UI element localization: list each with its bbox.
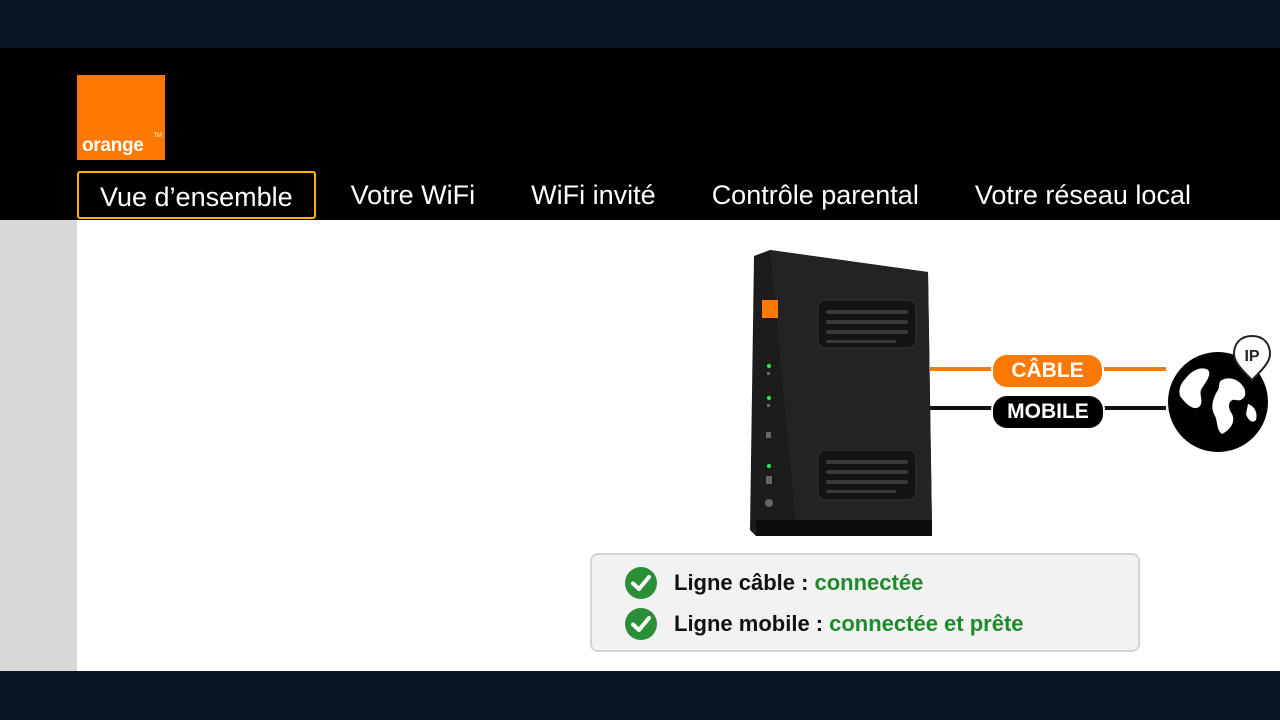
bottom-frame: [0, 671, 1280, 720]
mobile-connection-badge: MOBILE: [991, 394, 1105, 430]
mobile-status-label: Ligne mobile :: [674, 611, 824, 636]
logo-trademark: TM: [153, 133, 162, 139]
left-sidebar: [0, 220, 77, 671]
internet-globe-icon: IP: [1168, 334, 1272, 452]
mobile-status-value: connectée et prête: [829, 611, 1024, 636]
tab-wifi[interactable]: Votre WiFi: [350, 180, 476, 210]
main-nav: Vue d’ensemble Votre WiFi WiFi invité Co…: [77, 169, 1226, 221]
ip-badge: IP: [1244, 348, 1259, 365]
connection-status-panel: Ligne câble : connectée Ligne mobile : c…: [590, 553, 1140, 652]
top-frame: [0, 0, 1280, 48]
tab-overview[interactable]: Vue d’ensemble: [77, 171, 316, 219]
check-circle-icon: [625, 567, 657, 599]
main-content: CÂBLE MOBILE IP Ligne câble : connectée: [0, 220, 1280, 671]
mobile-status-row: Ligne mobile : connectée et prête: [624, 607, 1024, 641]
cable-connection-badge: CÂBLE: [991, 353, 1104, 389]
logo-text: orange: [82, 135, 144, 156]
tab-local-network[interactable]: Votre réseau local: [974, 180, 1191, 210]
check-circle-icon: [625, 608, 657, 640]
orange-logo[interactable]: orange TM: [77, 75, 165, 160]
cable-status-row: Ligne câble : connectée: [624, 566, 923, 600]
cable-status-value: connectée: [814, 570, 924, 595]
tab-parental-control[interactable]: Contrôle parental: [711, 180, 919, 210]
tab-guest-wifi[interactable]: WiFi invité: [531, 180, 656, 210]
cable-status-label: Ligne câble :: [674, 570, 809, 595]
router-icon: [750, 250, 932, 536]
header: orange TM Vue d’ensemble Votre WiFi WiFi…: [0, 48, 1280, 220]
